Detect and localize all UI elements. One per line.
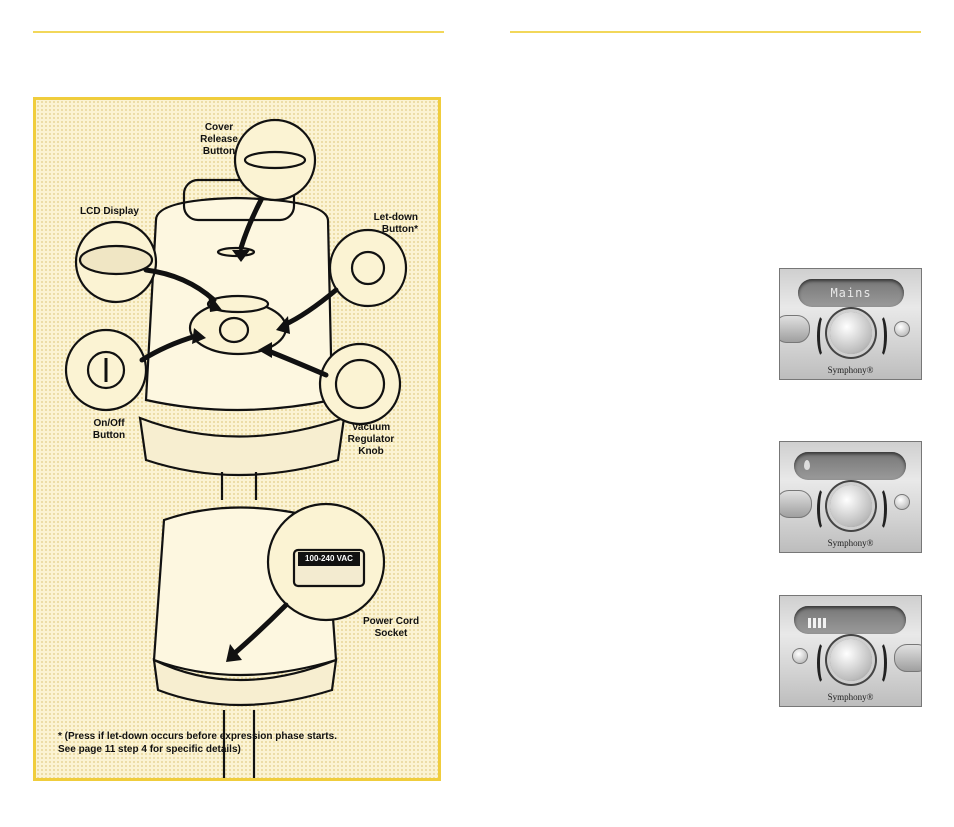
knob-arc-left [817,314,830,358]
letdown-zoom-button [352,252,384,284]
letdown-footnote: * (Press if let-down occurs before expre… [58,730,428,756]
finger-on-onoff [779,315,810,343]
knob-arc-left [817,641,830,685]
vacuum-level-bars [808,615,828,633]
callout-power-socket: Power Cord Socket [356,616,426,640]
onoff-button [792,648,808,664]
lcd-zoom-screen [80,246,152,274]
callout-onoff-button: On/Off Button [84,418,134,442]
pump-diagram-panel: Cover Release Button LCD Display Let-dow… [33,97,441,781]
pump-stand-upper [222,472,256,500]
lcd-screen [794,452,906,480]
callout-vacuum-knob: Vacuum Regulator Knob [336,422,406,458]
vacuum-knob [830,312,872,354]
brand-logo: Symphony® [780,365,921,375]
pump-photo-vacuum: Symphony® [779,595,922,707]
callout-letdown-button: Let-down Button* [354,212,418,236]
letdown-button [894,321,910,337]
vacuum-zoom-knob [336,360,384,408]
control-knob [220,318,248,342]
knob-arc-right [874,314,887,358]
lcd-screen: Mains [798,279,904,307]
callout-cover-release: Cover Release Button [186,122,252,158]
pump-photo-mains: Mains Symphony® [779,268,922,380]
finger-on-letdown [894,644,922,672]
pump-photo-letdown: Symphony® [779,441,922,553]
voltage-label: 100-240 VAC [298,553,360,565]
knob-arc-right [874,641,887,685]
letdown-button [894,494,910,510]
knob-arc-right [874,487,887,531]
droplet-icon [804,460,810,470]
knob-arc-left [817,487,830,531]
callout-lcd-display: LCD Display [80,206,160,218]
left-top-rule [33,31,444,33]
vacuum-knob [830,485,872,527]
vacuum-knob [830,639,872,681]
finger-on-onoff [779,490,812,518]
brand-logo: Symphony® [780,692,921,702]
right-top-rule [510,31,921,33]
brand-logo: Symphony® [780,538,921,548]
pump-base-ring [140,418,344,475]
